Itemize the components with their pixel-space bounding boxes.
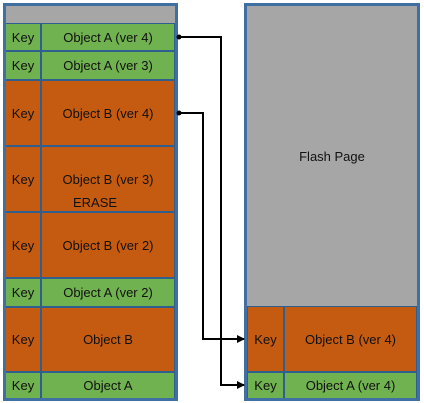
right-value-cell-1: Object A (ver 4) (284, 372, 417, 399)
flash-page-empty-area: Flash Page (247, 6, 417, 306)
object-label: Object B (83, 332, 133, 347)
right-key-cell-0: Key (247, 306, 284, 372)
right-page-frame (244, 3, 420, 401)
flash-page-label: Flash Page (299, 148, 365, 164)
key-label: Key (11, 378, 35, 393)
key-label: Key (11, 285, 35, 300)
object-label: Object A (ver 4) (63, 29, 153, 45)
left-page-frame (3, 3, 178, 401)
left-key-cell-3: Key (5, 146, 41, 212)
right-key-cell-1: Key (247, 372, 284, 399)
left-value-cell-2: Object B (ver 4) (41, 80, 175, 146)
object-label: Object B (ver 2) (62, 237, 154, 253)
object-label: Object A (83, 378, 133, 393)
left-value-cell-5: Object A (ver 2) (41, 278, 175, 307)
object-label: Object B (ver 4) (304, 331, 397, 347)
object-label: Object A (ver 2) (63, 285, 153, 300)
left-value-cell-4: Object B (ver 2) (41, 212, 175, 278)
key-label: Key (11, 237, 35, 253)
key-label: Key (11, 105, 35, 121)
object-label: Object A (ver 4) (305, 378, 396, 393)
object-label: Object A (ver 3) (63, 58, 153, 73)
left-value-cell-7: Object A (41, 372, 175, 399)
left-key-cell-0: Key (5, 23, 41, 51)
left-key-cell-2: Key (5, 80, 41, 146)
left-key-cell-7: Key (5, 372, 41, 399)
left-value-cell-6: Object B (41, 307, 175, 372)
left-key-cell-1: Key (5, 51, 41, 80)
left-key-cell-5: Key (5, 278, 41, 307)
left-header-strip (5, 6, 175, 23)
key-label: Key (11, 171, 35, 187)
key-label: Key (11, 58, 35, 73)
key-label: Key (254, 331, 277, 347)
object-label: Object B (ver 4) (62, 105, 154, 121)
key-label: Key (254, 378, 277, 393)
left-value-cell-1: Object A (ver 3) (41, 51, 175, 80)
left-key-cell-6: Key (5, 307, 41, 372)
arrow-object-a-ver4 (178, 36, 245, 389)
arrow-start-dot-a (176, 34, 182, 40)
left-value-cell-0: Object A (ver 4) (41, 23, 175, 51)
erase-label: ERASE (73, 195, 118, 210)
key-label: Key (11, 332, 35, 347)
left-value-cell-3: Object B (ver 3) (41, 146, 175, 212)
right-value-cell-0: Object B (ver 4) (284, 306, 417, 372)
arrow-object-b-ver4 (178, 112, 245, 343)
key-label: Key (11, 29, 35, 45)
arrow-start-dot-b (176, 110, 182, 116)
object-label: Object B (ver 3) (62, 171, 154, 187)
